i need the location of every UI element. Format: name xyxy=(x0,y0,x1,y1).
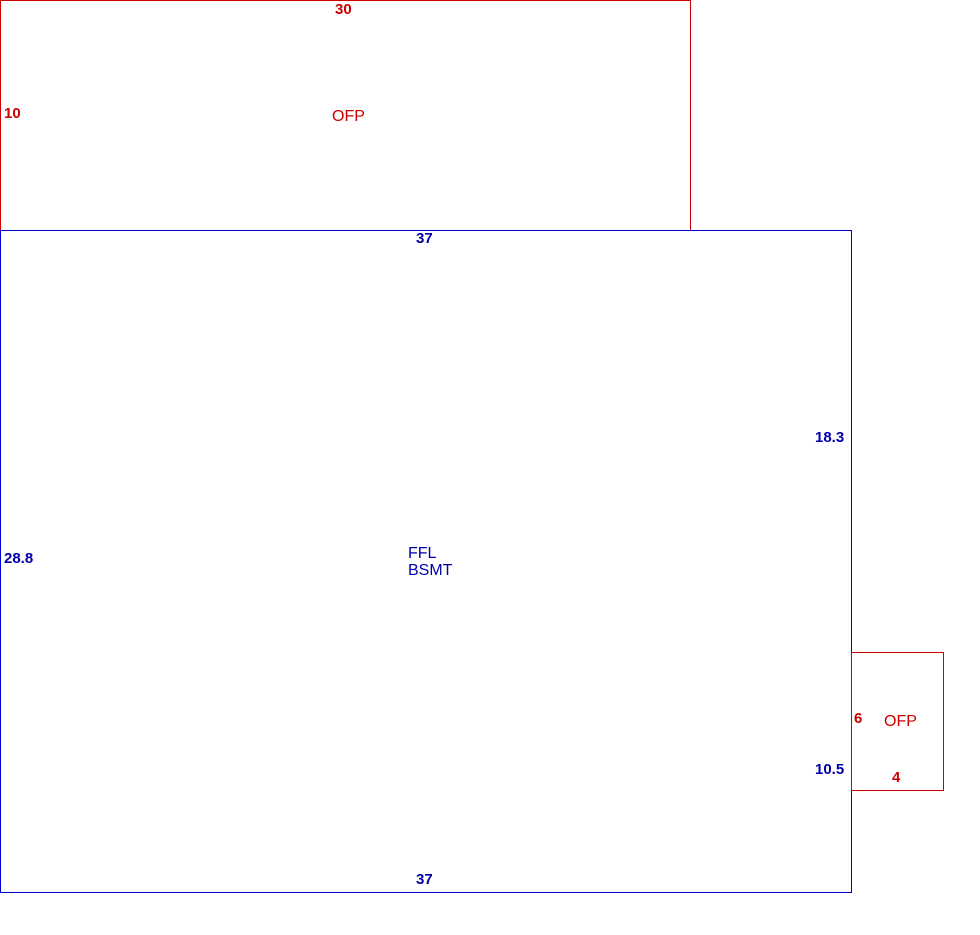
house-code-label: FFL BSMT xyxy=(408,545,452,579)
top-porch-width-label: 30 xyxy=(335,1,352,18)
top-porch-depth-label: 10 xyxy=(4,105,21,122)
side-porch-code-label: OFP xyxy=(884,713,917,730)
house-right-upper-dimension-label: 18.3 xyxy=(815,429,845,446)
house-top-dimension-label: 37 xyxy=(416,230,433,247)
house-left-dimension-label: 28.8 xyxy=(4,550,34,567)
side-porch-area xyxy=(851,652,944,791)
house-code-line-1: FFL xyxy=(408,545,437,562)
side-porch-width-label: 4 xyxy=(892,769,901,786)
house-code-line-2: BSMT xyxy=(408,562,453,579)
house-right-lower-dimension-label: 10.5 xyxy=(815,761,845,778)
top-porch-code-label: OFP xyxy=(332,108,365,125)
house-bottom-dimension-label: 37 xyxy=(416,871,433,888)
main-house-area xyxy=(0,230,852,893)
side-porch-depth-label: 6 xyxy=(854,710,863,727)
